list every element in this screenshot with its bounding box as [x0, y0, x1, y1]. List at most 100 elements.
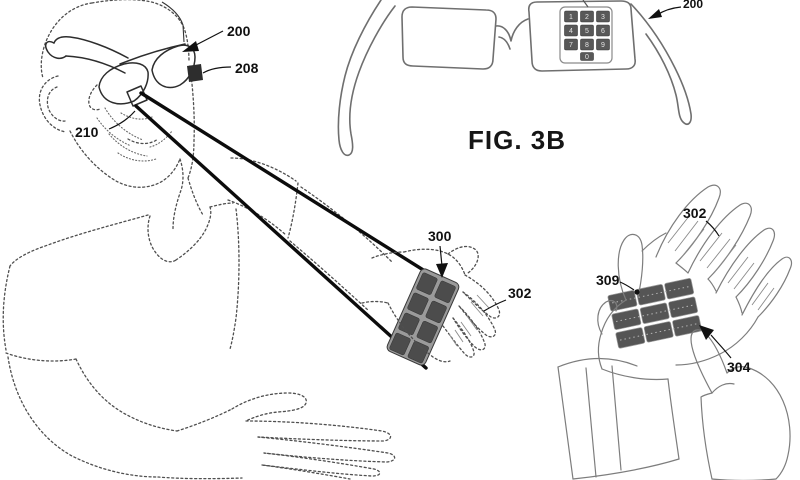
pressing-hand-outer	[748, 367, 791, 480]
temple-arm-lower	[65, 55, 126, 74]
arrowhead-304	[699, 325, 714, 340]
lens-key-5	[580, 24, 594, 37]
detail-right-temple	[630, 3, 692, 125]
ref-label-309: 309	[596, 272, 620, 288]
detail-left-lens	[401, 6, 497, 70]
left-hand-thumb	[231, 392, 307, 422]
ref-label-304: 304	[727, 359, 751, 375]
head-outline-left	[40, 2, 93, 79]
detail-hand-bottom	[601, 368, 669, 381]
pressing-hand-knuckle	[726, 366, 750, 374]
leader-line-309	[619, 281, 635, 291]
pressing-hand-knuckle	[711, 382, 735, 394]
lens-key-4	[564, 24, 578, 37]
torso-left-side	[2, 265, 11, 351]
keypad-key	[389, 332, 411, 356]
key-digit: 0	[585, 54, 589, 61]
keypad-leader-up	[582, 0, 589, 8]
keypad-key	[407, 292, 429, 315]
leader-dot-309	[634, 289, 640, 295]
jaw-outline	[69, 130, 181, 188]
detail-finger	[741, 256, 793, 318]
ref-label-200-front-view: 200	[683, 0, 703, 11]
mid-hand-thumb	[447, 245, 479, 274]
pressing-finger	[690, 329, 728, 394]
left-hand-bottom	[157, 476, 243, 480]
detail-web	[707, 278, 717, 292]
arrowhead-200-front	[648, 9, 662, 19]
mid-hand-palm-edge	[387, 302, 451, 363]
shoulder-left	[9, 214, 149, 267]
leader-line-304	[710, 334, 732, 359]
leader-line-302-detail	[705, 220, 720, 237]
keypad-key	[416, 320, 438, 344]
ref-label-302-detail: 302	[683, 205, 707, 221]
lens-key-3	[596, 10, 610, 23]
ear-inner	[46, 86, 66, 122]
keypad-key	[407, 341, 429, 364]
glove-cuff-fold	[585, 367, 597, 478]
glove-cuff-top	[557, 358, 638, 368]
collar-right	[175, 206, 212, 261]
beard-stipple	[104, 107, 144, 141]
leader-line-210	[108, 110, 136, 130]
sensor-module-208	[187, 64, 203, 82]
left-hand-finger	[261, 464, 351, 480]
detail-index-finger	[617, 233, 644, 301]
detail-right-lens	[527, 0, 636, 72]
glove-cuff-bottom	[572, 458, 680, 480]
detail-bridge	[495, 18, 529, 42]
leader-line-200-vertical	[161, 1, 185, 43]
gaze-lines	[134, 91, 454, 370]
gaze-line-lower	[134, 104, 428, 370]
beard-stipple	[149, 130, 173, 148]
left-hand-finger	[261, 452, 381, 477]
detail-web	[735, 296, 743, 314]
mid-hand-finger	[458, 291, 497, 338]
ref-label-210: 210	[75, 124, 99, 140]
collar-left	[147, 215, 177, 263]
mid-hand-finger	[452, 305, 486, 351]
pressing-hand-bottom	[711, 478, 777, 480]
mid-hand-wrist-top	[371, 251, 405, 259]
forearm-left-outer	[7, 356, 159, 478]
detail-web	[675, 262, 689, 274]
glasses-front-view: 1 2 3 4 5 6 7 8 9 0 200	[337, 0, 703, 157]
left-hand-finger	[245, 420, 392, 442]
key-digit: 3	[601, 14, 605, 21]
far-lens	[151, 44, 196, 89]
beard-stipple	[108, 133, 148, 157]
glove-cuff-fold	[611, 365, 622, 471]
ref-label-200: 200	[227, 23, 251, 39]
lens-key-7	[564, 38, 578, 51]
key-digit: 6	[601, 28, 605, 35]
glove-cuff-left	[557, 366, 574, 480]
arrowhead-300	[436, 263, 448, 278]
detail-web	[641, 232, 667, 252]
forearm-right-bottom	[289, 240, 370, 312]
detail-key	[639, 302, 670, 324]
head-outline-top	[91, 0, 190, 63]
detail-hand-left-edge	[597, 299, 627, 370]
key-digit: 2	[585, 14, 589, 21]
finger-hatch	[448, 294, 490, 347]
pressing-hand-left	[700, 392, 713, 480]
lens-display-keypad: 1 2 3 4 5 6 7 8 9 0	[559, 0, 613, 64]
hand-keypad-detail	[607, 278, 702, 349]
mouth-line	[127, 138, 159, 145]
hand-keypad-300	[386, 268, 460, 366]
detail-thumb	[597, 299, 618, 335]
temple-ear-hook	[45, 40, 67, 60]
key-digit: 8	[585, 42, 589, 49]
mid-hand-wrist-bottom	[361, 300, 389, 304]
detail-finger	[715, 227, 776, 298]
key-digit: 7	[569, 42, 573, 49]
lens-key-2	[580, 10, 594, 23]
detail-finger	[655, 184, 721, 264]
eyeglasses-worn	[45, 36, 203, 107]
forearm-right-top	[300, 186, 394, 264]
lens-key-6	[596, 24, 610, 37]
sleeve-cuff-left	[5, 352, 77, 362]
detail-hand-right-edge	[675, 316, 759, 366]
